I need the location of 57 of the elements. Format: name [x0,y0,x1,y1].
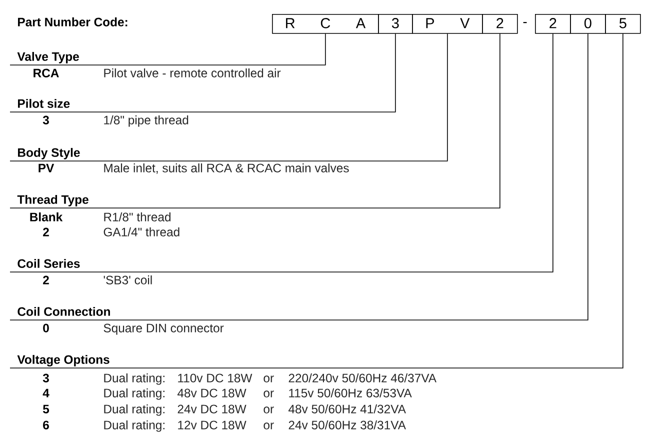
connector-line [10,33,500,208]
option-code: 2 [43,276,49,284]
option-description: 110v DC 18W [178,374,252,382]
section-heading: Coil Series [18,258,80,268]
option-description: Male inlet, suits all RCA & RCAC main valves [104,163,349,174]
code-cell: 3 [378,14,413,34]
section-heading: Thread Type [17,194,88,206]
option-code: PV [38,164,54,172]
section-heading: Coil Connection [18,306,110,316]
option-code: 3 [42,116,49,124]
code-cell: 5 [605,14,641,34]
option-code: Blank [30,212,63,222]
option-code: 4 [42,388,50,398]
option-description: 24v 50/60Hz 38/31VA [288,420,406,430]
option-code: 6 [43,420,49,430]
option-description: Pilot valve - remote controlled air [104,68,281,78]
code-cell: 2 [482,14,518,34]
option-description: or [264,376,274,382]
option-code: 2 [43,228,49,236]
option-description: Dual rating: [104,404,164,416]
option-description: Dual rating: [104,373,164,385]
code-cell: 0 [570,14,606,34]
option-description: R1/8" thread [104,212,170,222]
title: Part Number Code: [18,17,128,26]
option-description: Square DIN connector [104,324,224,335]
option-description: 48v DC 18W [177,388,246,398]
option-description: 'SB3' coil [104,275,152,284]
option-description: 24v DC 18W [178,404,246,414]
option-description: 48v 50/60Hz 41/32VA [288,404,406,414]
section-heading: Voltage Options [17,354,110,366]
section-heading: Pilot size [18,98,70,108]
connector-line [10,33,588,320]
option-description: or [264,406,274,414]
option-description: Dual rating: [104,420,164,432]
option-description: 115v 50/60Hz 63/53VA [289,388,412,398]
connector-line [10,33,326,66]
option-description: Dual rating: [104,388,164,400]
connector-line [10,33,396,112]
code-cell: P V [412,14,483,34]
option-description: 12v DC 18W [178,420,246,430]
connector-line [10,33,554,272]
option-description: or [264,390,274,398]
section-heading: Body Style [18,148,80,160]
option-description: or [264,422,274,430]
option-code: RCA [34,68,59,78]
section-heading: Valve Type [17,52,79,64]
code-cell: R C A [272,14,379,34]
option-code: 5 [43,404,50,414]
option-description: 220/240v 50/60Hz 46/37VA [288,373,436,382]
option-code: 3 [42,374,49,382]
option-description: GA1/4" thread [104,227,180,236]
connector-line [10,33,624,368]
code-cell: 2 [535,14,571,34]
connector-line [10,33,448,162]
option-code: 0 [43,324,49,332]
hyphen: - [523,22,527,24]
option-description: 1/8" pipe thread [104,115,188,127]
